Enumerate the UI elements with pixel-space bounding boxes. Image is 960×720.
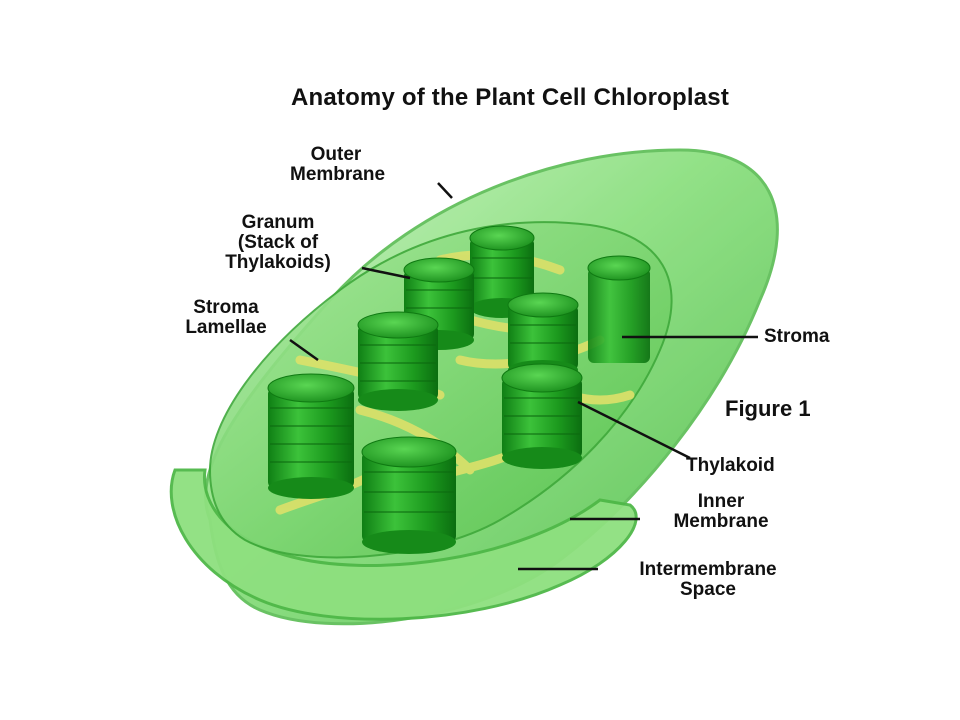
diagram-title: Anatomy of the Plant Cell Chloroplast (290, 84, 730, 111)
granum-stack (357, 311, 439, 411)
label-stroma-lamellae: Stroma Lamellae (185, 297, 267, 338)
leader-stroma-lamellae (289, 338, 319, 362)
label-intermembrane-space: Intermembrane Space (639, 559, 777, 600)
front-cut-lip (169, 468, 638, 621)
leader-granum (361, 266, 411, 280)
label-thylakoid: Thylakoid (686, 455, 775, 476)
leader-lines (289, 182, 758, 571)
label-outer-membrane: Outer Membrane (290, 144, 386, 185)
leader-outer-membrane (437, 182, 453, 199)
label-inner-membrane: Inner Membrane (673, 491, 769, 532)
granum-stack (469, 225, 535, 318)
granum-stack (267, 373, 355, 499)
label-stroma: Stroma (764, 326, 830, 347)
label-granum: Granum (Stack of Thylakoids) (225, 212, 331, 273)
thylakoid-disc-lines (270, 257, 580, 513)
leader-thylakoid (577, 400, 691, 460)
granum-stack (587, 255, 651, 363)
figure-label: Figure 1 (725, 396, 811, 421)
granum-stack (361, 436, 457, 554)
